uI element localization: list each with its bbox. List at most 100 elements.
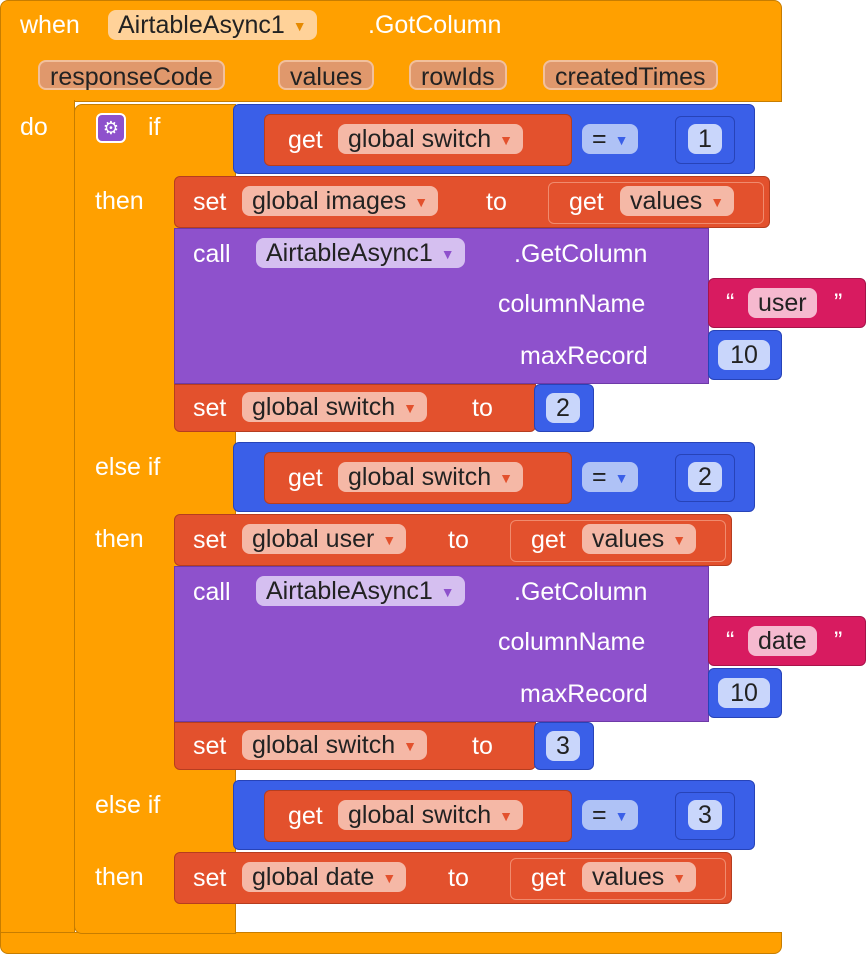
dropdown-arrow-icon: ▼ bbox=[403, 738, 417, 754]
number-block[interactable] bbox=[534, 722, 594, 770]
event-when-label: when bbox=[20, 11, 80, 39]
dropdown-arrow-icon: ▼ bbox=[499, 470, 513, 486]
var-name: global user bbox=[252, 525, 375, 553]
arg-max-record: maxRecord bbox=[520, 680, 648, 708]
var-dropdown[interactable]: global switch ▼ bbox=[338, 800, 523, 830]
component-name: AirtableAsync1 bbox=[266, 239, 433, 267]
number-value[interactable]: 10 bbox=[718, 678, 770, 708]
var-dropdown[interactable]: global switch ▼ bbox=[338, 124, 523, 154]
get-label: get bbox=[531, 864, 566, 892]
method-name: .GetColumn bbox=[514, 240, 648, 268]
component-dropdown[interactable]: AirtableAsync1▼ bbox=[256, 576, 465, 606]
dropdown-arrow-icon: ▼ bbox=[499, 132, 513, 148]
param-values[interactable]: values bbox=[278, 60, 375, 91]
dropdown-arrow-icon: ▼ bbox=[614, 132, 629, 148]
var-dropdown[interactable]: global images▼ bbox=[242, 186, 439, 216]
param-row-ids[interactable]: rowIds bbox=[409, 60, 507, 91]
text-value[interactable]: date bbox=[748, 626, 817, 656]
number-value[interactable]: 3 bbox=[546, 731, 580, 761]
dropdown-arrow-icon: ▼ bbox=[403, 400, 417, 416]
dropdown-arrow-icon: ▼ bbox=[292, 18, 307, 34]
to-label: to bbox=[472, 732, 493, 760]
var-dropdown[interactable]: global switch ▼ bbox=[338, 462, 523, 492]
event-block-left-rail bbox=[0, 100, 75, 936]
var-dropdown[interactable]: global switch ▼ bbox=[242, 730, 427, 760]
var-dropdown[interactable]: global switch ▼ bbox=[242, 392, 427, 422]
event-block-bottom bbox=[0, 932, 782, 954]
then-label-3: then bbox=[95, 863, 144, 891]
operator: = bbox=[592, 463, 607, 491]
var-name: global images bbox=[252, 187, 407, 215]
quote-close: ” bbox=[834, 627, 843, 655]
dropdown-arrow-icon: ▼ bbox=[382, 870, 397, 886]
operator: = bbox=[592, 801, 607, 829]
set-label: set bbox=[193, 188, 227, 216]
var-name: global switch bbox=[348, 801, 492, 829]
dropdown-arrow-icon: ▼ bbox=[440, 246, 455, 262]
if-label: if bbox=[148, 113, 161, 141]
dropdown-arrow-icon: ▼ bbox=[672, 532, 687, 548]
quote-open: “ bbox=[726, 289, 735, 317]
arg-column-name: columnName bbox=[498, 628, 646, 656]
var-name: global switch bbox=[252, 393, 396, 421]
number-value[interactable]: 1 bbox=[688, 124, 722, 154]
to-label: to bbox=[472, 394, 493, 422]
set-label: set bbox=[193, 394, 227, 422]
method-name: .GetColumn bbox=[514, 578, 648, 606]
text-value[interactable]: user bbox=[748, 288, 817, 318]
arg-column-name: columnName bbox=[498, 290, 646, 318]
dropdown-arrow-icon: ▼ bbox=[710, 194, 725, 210]
var-name: global switch bbox=[252, 731, 396, 759]
get-label: get bbox=[531, 526, 566, 554]
gear-icon[interactable]: ⚙ bbox=[96, 113, 126, 143]
param-created-times[interactable]: createdTimes bbox=[543, 60, 718, 91]
dropdown-arrow-icon: ▼ bbox=[614, 470, 629, 486]
var-dropdown[interactable]: global user ▼ bbox=[242, 524, 407, 554]
param-response-code[interactable]: responseCode bbox=[38, 60, 225, 91]
var-name: global switch bbox=[348, 463, 492, 491]
var-name: values bbox=[630, 187, 703, 215]
set-label: set bbox=[193, 864, 227, 892]
event-do-label: do bbox=[20, 113, 48, 141]
compare-operator-dropdown[interactable]: =▼ bbox=[582, 800, 639, 830]
event-name: .GotColumn bbox=[368, 11, 502, 39]
dropdown-arrow-icon: ▼ bbox=[672, 870, 687, 886]
compare-operator-dropdown[interactable]: =▼ bbox=[582, 124, 639, 154]
arg-max-record: maxRecord bbox=[520, 342, 648, 370]
then-label-2: then bbox=[95, 525, 144, 553]
dropdown-arrow-icon: ▼ bbox=[440, 584, 455, 600]
dropdown-arrow-icon: ▼ bbox=[614, 808, 629, 824]
operator: = bbox=[592, 125, 607, 153]
dropdown-arrow-icon: ▼ bbox=[382, 532, 397, 548]
set-label: set bbox=[193, 732, 227, 760]
number-value[interactable]: 2 bbox=[546, 393, 580, 423]
then-label-1: then bbox=[95, 187, 144, 215]
get-label: get bbox=[288, 126, 323, 154]
number-value[interactable]: 2 bbox=[688, 462, 722, 492]
call-label: call bbox=[193, 578, 231, 606]
quote-open: “ bbox=[726, 627, 735, 655]
get-label: get bbox=[288, 464, 323, 492]
set-label: set bbox=[193, 526, 227, 554]
number-value[interactable]: 10 bbox=[718, 340, 770, 370]
component-dropdown[interactable]: AirtableAsync1 ▼ bbox=[256, 238, 465, 268]
call-label: call bbox=[193, 240, 231, 268]
quote-close: ” bbox=[834, 289, 843, 317]
var-name: values bbox=[592, 863, 665, 891]
get-label: get bbox=[569, 188, 604, 216]
get-label: get bbox=[288, 802, 323, 830]
dropdown-arrow-icon: ▼ bbox=[499, 808, 513, 824]
to-label: to bbox=[486, 188, 507, 216]
number-value[interactable]: 3 bbox=[688, 800, 722, 830]
var-dropdown[interactable]: values ▼ bbox=[620, 186, 735, 216]
to-label: to bbox=[448, 864, 469, 892]
var-name: global date bbox=[252, 863, 375, 891]
component-dropdown[interactable]: AirtableAsync1 ▼ bbox=[108, 10, 317, 40]
component-name: AirtableAsync1 bbox=[118, 11, 285, 39]
var-dropdown[interactable]: global date ▼ bbox=[242, 862, 407, 892]
to-label: to bbox=[448, 526, 469, 554]
var-name: global switch bbox=[348, 125, 492, 153]
compare-operator-dropdown[interactable]: =▼ bbox=[582, 462, 639, 492]
var-dropdown[interactable]: values ▼ bbox=[582, 862, 697, 892]
var-dropdown[interactable]: values▼ bbox=[582, 524, 697, 554]
